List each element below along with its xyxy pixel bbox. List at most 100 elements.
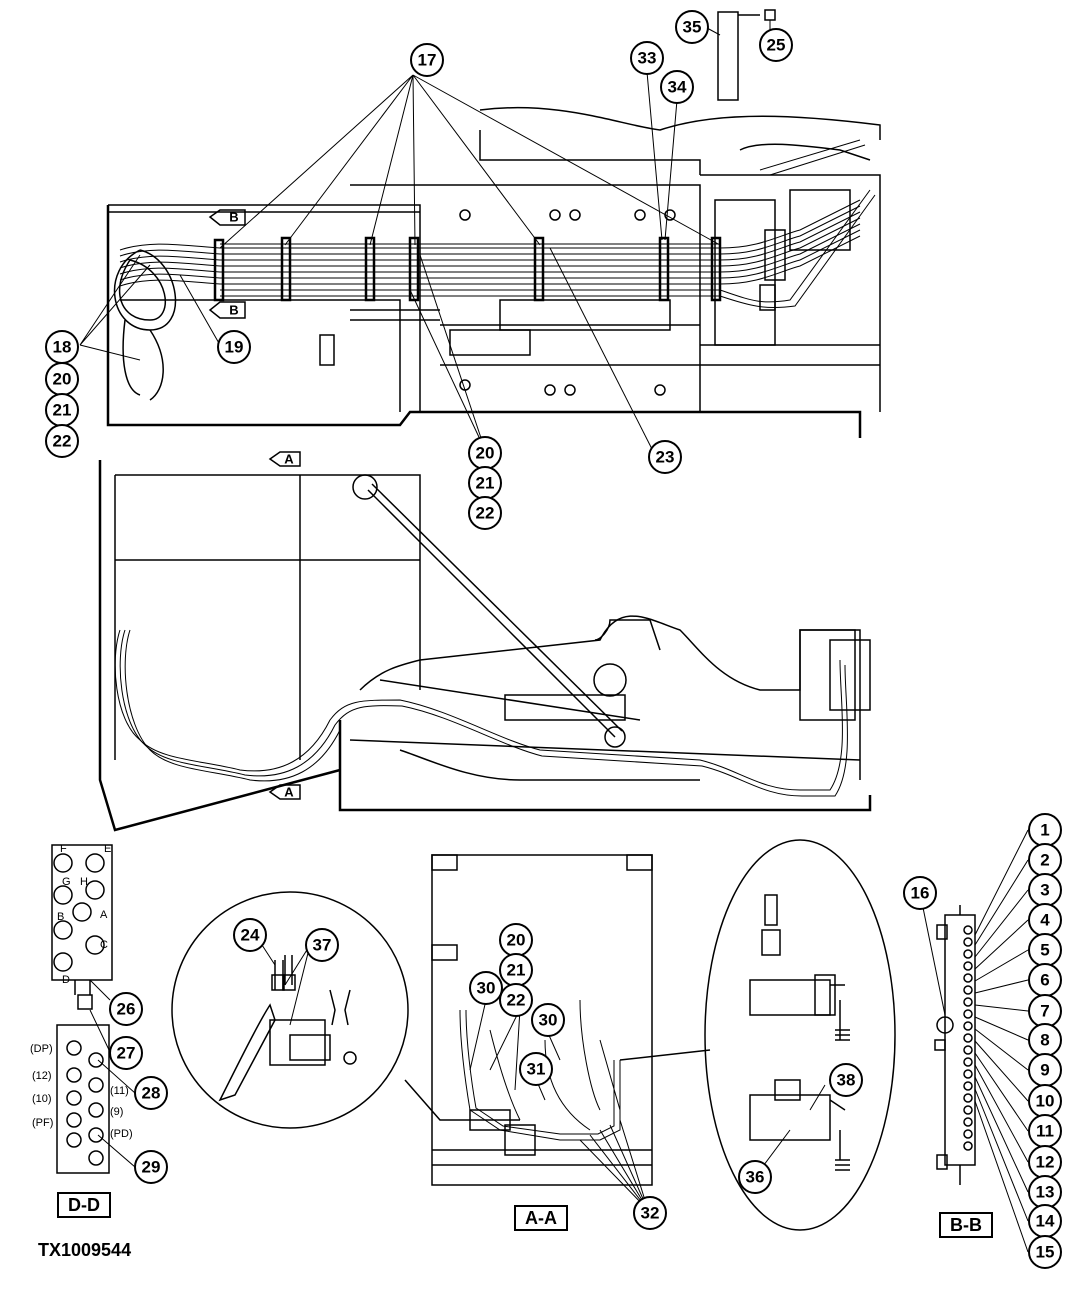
svg-text:8: 8 (1040, 1031, 1049, 1050)
callout-35: 35 (675, 10, 709, 44)
callout-8: 8 (1028, 1023, 1062, 1057)
svg-text:11: 11 (1036, 1122, 1054, 1141)
svg-text:(11): (11) (110, 1085, 129, 1097)
callout-1: 1 (1028, 813, 1062, 847)
svg-text:D: D (62, 974, 70, 986)
callout-20-aa: 20 (499, 923, 533, 957)
dd-valve-drawing: F E G H B A D C (DP) (12) (11) (10) (9) … (30, 843, 133, 1174)
svg-text:30: 30 (539, 1011, 558, 1030)
svg-text:24: 24 (241, 926, 260, 945)
svg-text:(DP): (DP) (30, 1043, 53, 1055)
callout-13: 13 (1028, 1175, 1062, 1209)
side-frame-drawing (98, 460, 872, 832)
callout-10: 10 (1028, 1084, 1062, 1118)
callout-27: 27 (109, 1036, 143, 1070)
svg-text:35: 35 (683, 18, 702, 37)
view-label-bb: B-B (939, 1212, 993, 1238)
svg-text:25: 25 (767, 36, 786, 55)
aa-view-drawing (431, 854, 711, 1186)
svg-text:22: 22 (507, 991, 526, 1010)
callout-11: 11 (1028, 1114, 1062, 1148)
callout-30-right: 30 (531, 1003, 565, 1037)
callout-37: 37 (305, 928, 339, 962)
leader-lines (79, 20, 1029, 1253)
callout-29: 29 (134, 1150, 168, 1184)
callout-9: 9 (1028, 1053, 1062, 1087)
svg-text:G: G (62, 876, 71, 888)
svg-text:B: B (229, 210, 238, 225)
svg-text:21: 21 (476, 474, 495, 493)
callout-26: 26 (109, 992, 143, 1026)
callout-21-aa: 21 (499, 953, 533, 987)
callout-22-aa: 22 (499, 983, 533, 1017)
svg-text:15: 15 (1036, 1243, 1055, 1262)
svg-text:A-A: A-A (525, 1208, 557, 1228)
callout-22-top-left: 22 (45, 424, 79, 458)
callout-7: 7 (1028, 994, 1062, 1028)
svg-text:20: 20 (53, 370, 72, 389)
callout-34: 34 (660, 70, 694, 104)
callout-20-top-left: 20 (45, 362, 79, 396)
svg-text:10: 10 (1036, 1092, 1055, 1111)
section-marker-b-upper: B (208, 209, 246, 226)
svg-text:(10): (10) (32, 1093, 52, 1105)
callout-24: 24 (233, 918, 267, 952)
callout-38: 38 (829, 1063, 863, 1097)
callout-22-mid: 22 (468, 496, 502, 530)
svg-text:2: 2 (1040, 851, 1049, 870)
svg-text:38: 38 (837, 1071, 856, 1090)
svg-text:A: A (100, 909, 108, 921)
view-label-aa: A-A (514, 1205, 568, 1231)
svg-text:34: 34 (668, 78, 687, 97)
svg-text:(PD): (PD) (110, 1128, 133, 1140)
svg-text:30: 30 (477, 979, 496, 998)
svg-text:29: 29 (142, 1158, 161, 1177)
callout-3: 3 (1028, 873, 1062, 907)
svg-text:37: 37 (313, 936, 332, 955)
svg-text:14: 14 (1036, 1212, 1055, 1231)
svg-text:7: 7 (1040, 1002, 1049, 1021)
svg-text:21: 21 (53, 401, 72, 420)
svg-text:B: B (57, 911, 64, 923)
svg-text:19: 19 (225, 338, 244, 357)
figure-id: TX1009544 (38, 1240, 132, 1260)
svg-text:(12): (12) (32, 1070, 52, 1082)
svg-text:27: 27 (117, 1044, 136, 1063)
svg-text:16: 16 (911, 884, 930, 903)
svg-text:A: A (284, 785, 294, 800)
svg-text:5: 5 (1040, 941, 1049, 960)
svg-text:33: 33 (638, 49, 657, 68)
svg-text:F: F (60, 843, 67, 855)
svg-text:(PF): (PF) (32, 1117, 53, 1129)
svg-text:C: C (100, 939, 108, 951)
svg-text:36: 36 (746, 1168, 765, 1187)
svg-text:20: 20 (507, 931, 526, 950)
callout-32: 32 (633, 1196, 667, 1230)
svg-text:22: 22 (476, 504, 495, 523)
svg-text:E: E (104, 843, 111, 855)
callout-28: 28 (134, 1076, 168, 1110)
callout-12: 12 (1028, 1145, 1062, 1179)
callout-31: 31 (519, 1052, 553, 1086)
callout-18: 18 (45, 330, 79, 364)
svg-text:H: H (80, 876, 88, 888)
svg-text:D-D: D-D (68, 1195, 100, 1215)
callout-36: 36 (738, 1160, 772, 1194)
svg-text:B: B (229, 303, 238, 318)
svg-text:22: 22 (53, 432, 72, 451)
detail-circle-left (171, 891, 520, 1129)
svg-text:(9): (9) (110, 1106, 123, 1118)
svg-text:21: 21 (507, 961, 526, 980)
callout-25: 25 (759, 28, 793, 62)
callout-20-mid: 20 (468, 436, 502, 470)
svg-text:17: 17 (418, 51, 437, 70)
svg-text:13: 13 (1036, 1183, 1055, 1202)
callout-2: 2 (1028, 843, 1062, 877)
svg-text:18: 18 (53, 338, 72, 357)
callout-21-mid: 21 (468, 466, 502, 500)
callout-15: 15 (1028, 1235, 1062, 1269)
section-marker-a-upper: A (268, 451, 301, 467)
svg-text:20: 20 (476, 444, 495, 463)
